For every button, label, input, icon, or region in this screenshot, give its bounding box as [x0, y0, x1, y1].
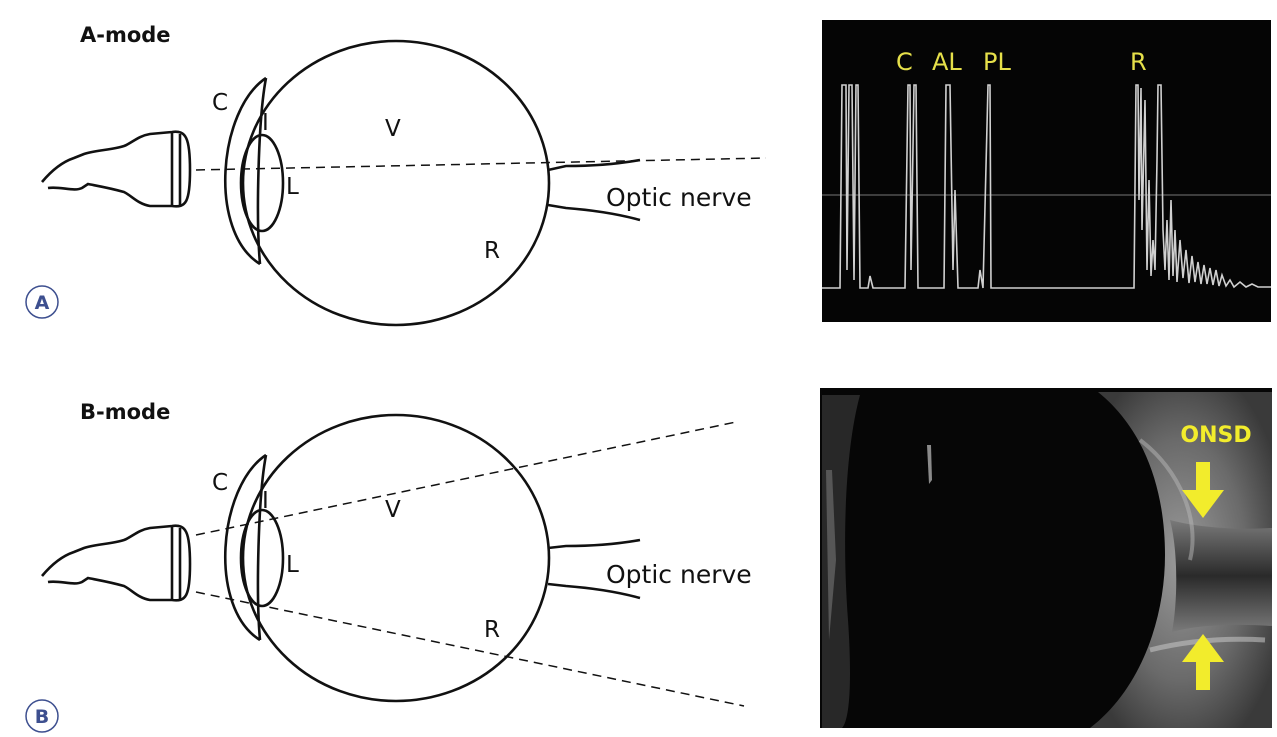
eyeball-outline — [241, 39, 551, 327]
panel-a-badge-text: A — [35, 292, 50, 314]
scope-label-pl: PL — [983, 48, 1011, 76]
cornea-outline — [224, 76, 267, 266]
panel-a: A-mode C I L V R Optic ne — [25, 20, 1271, 327]
label-cornea: C — [212, 90, 228, 116]
label-retina: R — [484, 238, 500, 264]
b-mode-beam-lower — [195, 591, 745, 707]
probe-icon — [41, 524, 192, 602]
onsd-label: ONSD — [1180, 423, 1251, 448]
a-scan-display: C AL PL R — [822, 20, 1271, 322]
label-cornea: C — [212, 470, 228, 496]
iris-outline — [256, 454, 268, 641]
panel-b-badge: B — [25, 699, 59, 733]
lens-outline — [239, 133, 285, 233]
label-vitreous: V — [385, 116, 401, 142]
scope-label-r: R — [1130, 48, 1147, 76]
panel-a-badge: A — [25, 285, 59, 319]
cornea-outline — [224, 453, 267, 642]
panel-a-eye-diagram — [41, 39, 767, 327]
a-mode-beam — [195, 157, 767, 171]
panel-b-title: B-mode — [80, 400, 170, 424]
scope-label-c: C — [896, 48, 913, 76]
eyeball-outline — [241, 413, 551, 703]
b-mode-beam-upper — [195, 421, 737, 536]
panel-b-eye-diagram — [41, 413, 745, 707]
label-iris: I — [262, 488, 269, 514]
a-scan-trace — [822, 84, 1271, 289]
panel-b: B-mode C I L V R Optic nerve B — [25, 388, 1272, 733]
label-vitreous: V — [385, 497, 401, 523]
label-retina: R — [484, 617, 500, 643]
label-iris: I — [262, 110, 269, 136]
panel-a-title: A-mode — [80, 23, 171, 47]
iris-outline — [256, 77, 268, 265]
arrow-down-icon — [1182, 462, 1224, 518]
panel-b-badge-text: B — [35, 706, 49, 728]
optic-nerve-upper — [547, 538, 641, 550]
arrow-up-icon — [1182, 634, 1224, 690]
scope-label-al: AL — [932, 48, 962, 76]
b-scan-ultrasound-image: ONSD — [820, 388, 1272, 728]
probe-icon — [41, 130, 192, 208]
label-lens: L — [286, 174, 299, 200]
label-optic-nerve: Optic nerve — [606, 183, 752, 212]
optic-nerve-lower — [547, 203, 641, 222]
optic-nerve-lower — [547, 582, 641, 600]
label-optic-nerve: Optic nerve — [606, 560, 752, 589]
label-lens: L — [286, 552, 299, 578]
